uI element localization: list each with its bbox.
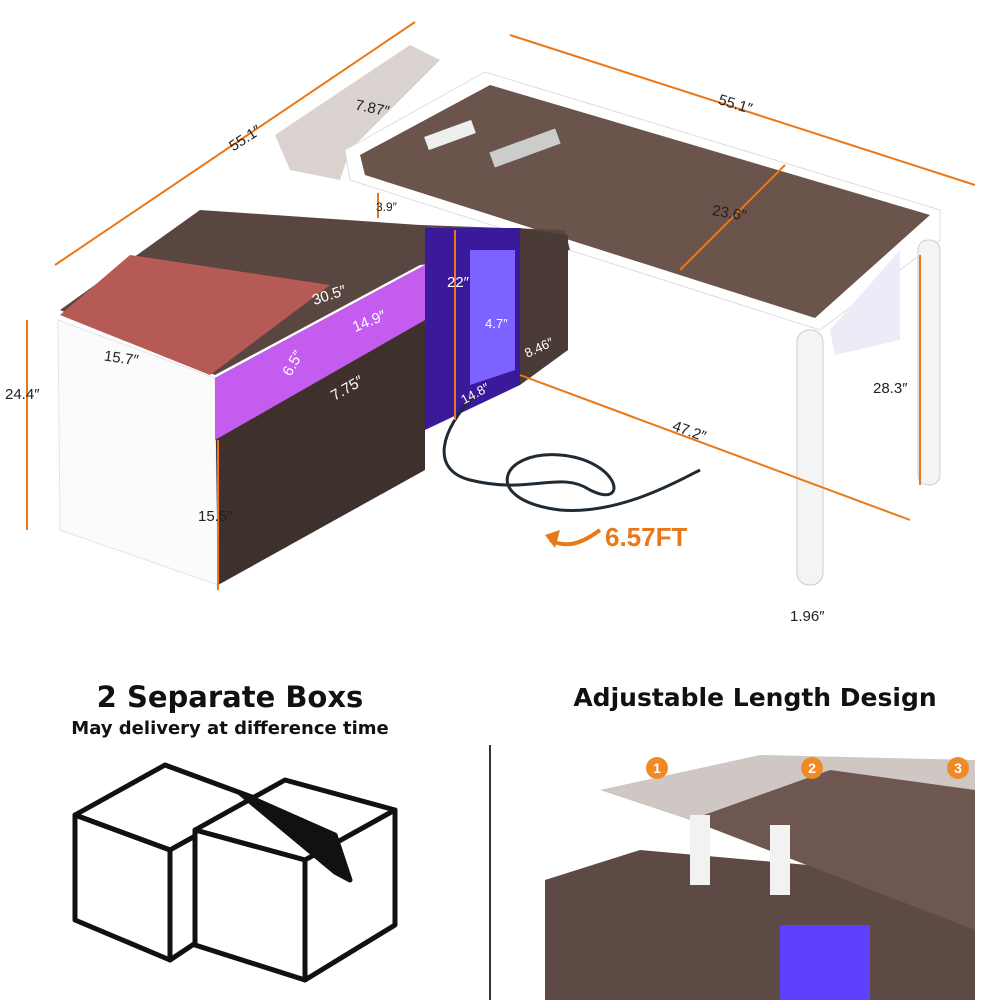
dim-riser: 3.9″ — [376, 200, 397, 214]
dim-leg-diameter: 1.96″ — [790, 608, 825, 625]
dim-cabinet-height: 24.4″ — [5, 386, 40, 403]
dim-door-height: 15.5″ — [198, 508, 233, 525]
step-badge-1: 1 — [646, 757, 668, 779]
boxes-title: 2 Separate Boxs — [96, 680, 364, 714]
dim-desk-height: 28.3″ — [873, 380, 908, 397]
dim-socket-width: 4.7″ — [485, 316, 508, 331]
adjustable-title: Adjustable Length Design — [573, 683, 937, 712]
step-badge-3: 3 — [947, 757, 969, 779]
cord-length: 6.57FT — [605, 522, 688, 552]
boxes-subtitle: May delivery at difference time — [71, 718, 389, 739]
step-badge-2: 2 — [801, 757, 823, 779]
dim-open-height: 22″ — [447, 274, 469, 291]
cardboard-boxes-icon — [72, 762, 398, 983]
